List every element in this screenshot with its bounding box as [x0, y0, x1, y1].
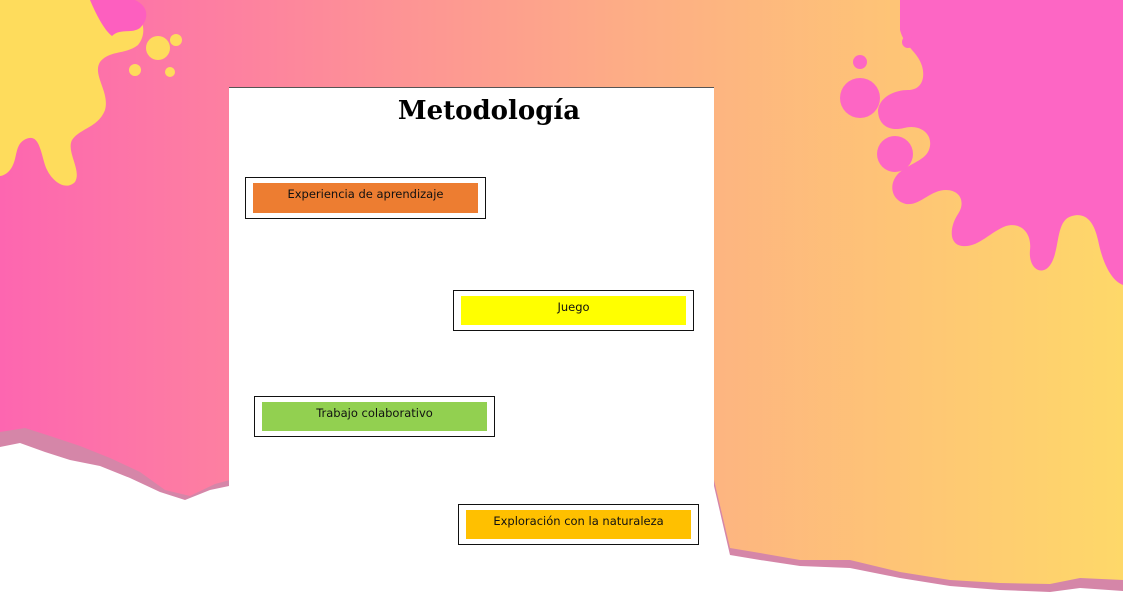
- content-panel: [229, 87, 714, 578]
- item-label: Exploración con la naturaleza: [493, 514, 664, 528]
- item-experiencia-de-aprendizaje: Experiencia de aprendizaje: [245, 177, 486, 219]
- yellow-paint-splash: [0, 0, 182, 186]
- item-fill: [466, 510, 691, 539]
- pink-paint-splash: [840, 0, 1123, 285]
- pink-paint-splash-left: [90, 0, 147, 36]
- page-title: Metodología: [397, 96, 581, 126]
- item-fill: [262, 402, 487, 431]
- item-label: Trabajo colaborativo: [316, 406, 433, 420]
- item-juego: Juego: [453, 290, 694, 331]
- item-fill: [253, 183, 478, 213]
- item-label: Experiencia de aprendizaje: [287, 187, 444, 201]
- item-trabajo-colaborativo: Trabajo colaborativo: [254, 396, 495, 437]
- item-fill: [461, 296, 686, 325]
- item-label: Juego: [557, 300, 590, 314]
- item-exploracion-con-la-naturaleza: Exploración con la naturaleza: [458, 504, 699, 545]
